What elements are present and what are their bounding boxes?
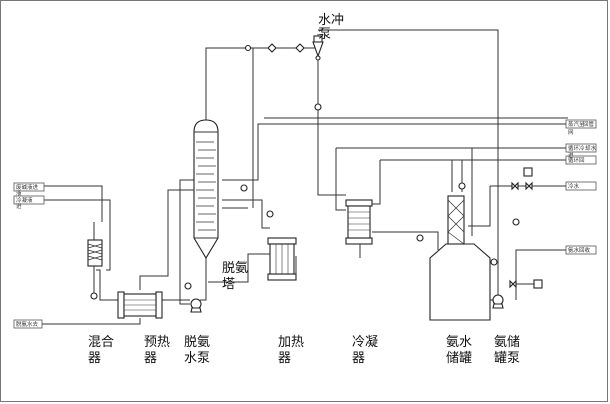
condenser (345, 199, 424, 245)
label-condenser-2: 器 (352, 351, 365, 366)
label-heater-2: 器 (278, 351, 291, 366)
tag-right-5: 氨水回收 (568, 246, 591, 254)
deammonia-pump-symbol (184, 282, 202, 313)
tag-left-top-a: 废碱液进 (16, 183, 39, 191)
input-output-tags (13, 119, 597, 329)
ammonia-storage-tank (429, 182, 491, 321)
label-deammonia-pump-2: 水泵 (184, 351, 210, 366)
tag-left-mid-a: 冷凝液 (16, 196, 33, 204)
label-water-pump-2: 泵 (318, 27, 331, 42)
label-tank-pump-1: 氨储 (494, 335, 520, 350)
tag-right-4: 冷水 (568, 182, 580, 190)
label-tower-1: 脱氨 (222, 261, 248, 276)
tag-right-2b: 却水 (585, 144, 597, 152)
deammonia-tower (193, 119, 248, 260)
tag-right-2c: 进 (568, 151, 574, 159)
tag-left-top-b: 液 (16, 189, 22, 197)
pipe-network (42, 29, 568, 325)
heater (266, 210, 297, 281)
label-preheater-1: 预热 (144, 335, 170, 350)
label-mixer-1: 混合 (88, 335, 114, 350)
label-tower-2: 塔 (222, 277, 235, 292)
tag-right-1a: 蒸汽至 (568, 120, 585, 128)
label-water-pump-1: 水冲 (318, 13, 344, 28)
tag-right-3: 循环回 (568, 156, 585, 164)
tag-right-2a: 循环冷 (568, 144, 585, 152)
label-condenser-1: 冷凝 (352, 334, 378, 350)
tag-left-mid-b: 进 (16, 202, 22, 210)
tag-right-1c: 网 (568, 129, 574, 136)
water-pump-symbol (244, 35, 324, 111)
label-preheater-2: 器 (144, 351, 157, 366)
preheater (117, 291, 163, 319)
label-deammonia-pump-1: 脱氨 (184, 335, 210, 350)
label-ammonia-tank-2: 储罐 (446, 351, 472, 366)
label-heater-1: 加热 (278, 335, 304, 350)
mixer (87, 239, 103, 300)
tag-right-1b: 回管 (583, 120, 595, 128)
label-ammonia-tank-1: 氨水 (446, 335, 472, 350)
tank-pump-symbol (490, 167, 543, 309)
label-mixer-2: 器 (88, 351, 101, 366)
tag-left-bottom: 脱氨水去 (16, 320, 39, 328)
label-tank-pump-2: 罐泵 (494, 351, 520, 366)
valve-symbols (509, 181, 533, 289)
